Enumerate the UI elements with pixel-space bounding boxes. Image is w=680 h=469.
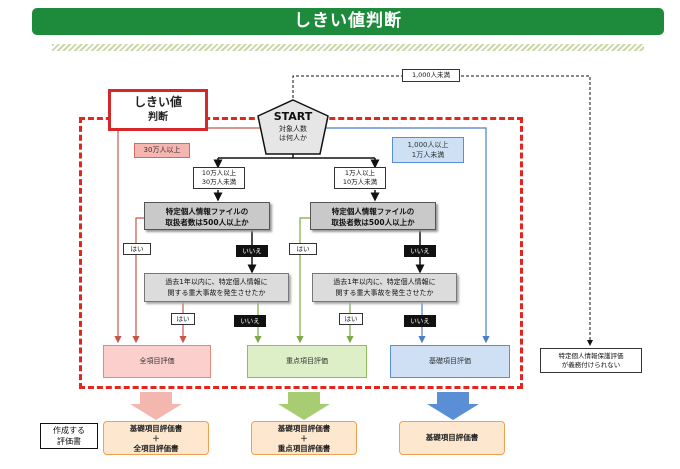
output-full-line2: 全項目評価書 [133,444,179,453]
q1-right-line1: 特定個人情報ファイルの [331,207,415,216]
result-focus-evaluation: 重点項目評価 [247,345,367,378]
branch-1000-to-10k-line1: 1,000人以上 [407,141,449,149]
start-label: START [273,110,313,123]
threshold-label: しきい値 [133,95,182,109]
yes-label: はい [289,243,317,255]
threshold-judgement-box: しきい値 判断 [108,89,208,131]
question-accident-right: 過去1年以内に、特定個人情報に 関する重大事故を発生させたか [312,273,457,302]
hatch-divider [52,44,644,51]
output-focus-line2: 重点項目評価書 [277,444,331,453]
output-basic-line1: 基礎項目評価書 [425,433,479,442]
output-full-line1: 基礎項目評価書 [129,424,183,433]
no-label: いいえ [404,245,436,257]
branch-10k-to-100k-line1: 1万人以上 [344,169,376,177]
start-node: START 対象人数 は何人か [256,110,330,143]
start-sub1: 対象人数 [279,125,307,133]
output-docs-focus: 基礎項目評価書 ＋ 重点項目評価書 [251,421,357,455]
q1-left-line1: 特定個人情報ファイルの [165,207,249,216]
q2-right-line1: 過去1年以内に、特定個人情報に [333,278,436,286]
created-docs-line2: 評価書 [57,437,81,446]
created-docs-line1: 作成する [53,426,85,435]
q2-left-line1: 過去1年以内に、特定個人情報に [165,278,268,286]
yes-label: はい [123,243,151,255]
judgement-label: 判断 [148,112,168,123]
no-label: いいえ [234,315,266,327]
yes-label: はい [171,313,195,325]
evaluation-not-required: 特定個人情報保護評価 が義務付けられない [540,348,642,373]
branch-100k-to-300k-line2: 30万人未満 [201,178,237,186]
start-shape [257,99,329,155]
q1-right-line2: 取扱者数は500人以上か [331,218,415,227]
branch-over-300k: 30万人以上 [134,143,190,158]
result-full-evaluation: 全項目評価 [103,345,211,378]
output-docs-basic: 基礎項目評価書 [399,421,505,455]
branch-1000-to-10k: 1,000人以上 1万人未満 [392,137,464,163]
no-label: いいえ [236,245,268,257]
branch-under-1000: 1,000人未満 [402,69,460,82]
output-focus-plus: ＋ [300,434,308,443]
branch-1000-to-10k-line2: 1万人未満 [411,151,445,159]
not-required-line2: が義務付けられない [561,361,621,369]
created-documents-label: 作成する 評価書 [40,423,98,449]
branch-100k-to-300k: 10万人以上 30万人未満 [193,167,245,189]
yes-label: はい [339,313,363,325]
no-label: いいえ [404,315,436,327]
question-accident-left: 過去1年以内に、特定個人情報に 関する重大事故を発生させたか [144,273,289,302]
question-handlers-500-left: 特定個人情報ファイルの 取扱者数は500人以上か [144,202,270,230]
q1-left-line2: 取扱者数は500人以上か [165,218,249,227]
q2-left-line2: 関する重大事故を発生させたか [167,289,266,297]
branch-100k-to-300k-line1: 10万人以上 [201,169,237,177]
branch-10k-to-100k-line2: 10万人未満 [342,178,378,186]
branch-10k-to-100k: 1万人以上 10万人未満 [334,167,386,189]
page-title: しきい値判断 [32,8,664,35]
q2-right-line2: 関する重大事故を発生させたか [335,289,434,297]
not-required-line1: 特定個人情報保護評価 [558,352,624,360]
output-focus-line1: 基礎項目評価書 [277,424,331,433]
start-sub2: は何人か [279,134,307,142]
question-handlers-500-right: 特定個人情報ファイルの 取扱者数は500人以上か [310,202,436,230]
output-full-plus: ＋ [152,434,160,443]
result-basic-evaluation: 基礎項目評価 [390,345,510,378]
output-docs-full: 基礎項目評価書 ＋ 全項目評価書 [103,421,209,455]
